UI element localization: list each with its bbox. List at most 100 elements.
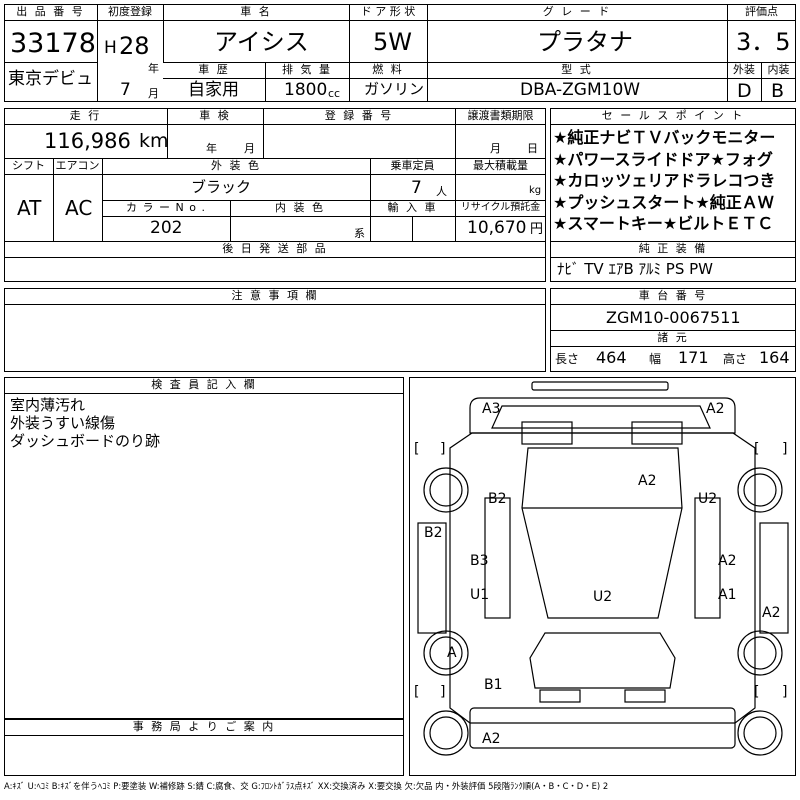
car-name: アイシス <box>214 28 309 56</box>
displacement-unit: cc <box>328 87 341 100</box>
fuel-type: ガソリン <box>364 80 425 98</box>
sales-point: ★純正ナビＴＶバックモニター <box>553 128 776 147</box>
mark-left-front-door: U1 <box>470 587 490 603</box>
recycle-header: リサイクル預託金 <box>460 202 541 213</box>
recycle-unit: 円 <box>530 222 544 237</box>
svg-text:]: ] <box>782 441 787 457</box>
import-header: 輸 入 車 <box>387 201 438 214</box>
width-label: 幅 <box>649 352 662 366</box>
exterior-score-header: 外装 <box>733 63 755 76</box>
svg-text:]: ] <box>782 684 787 700</box>
month-unit: 月 <box>148 87 159 100</box>
sales-point: ★プッシュスタート★純正ＡＷ <box>553 192 774 212</box>
mark-rear-left: A3 <box>482 401 501 417</box>
vehicle-history: 自家用 <box>188 80 239 100</box>
later-parts-header: 後 日 発 送 部 品 <box>222 242 328 255</box>
int-color-unit: 系 <box>354 227 365 240</box>
sales-point: ★パワースライドドア★フォグ <box>553 149 773 169</box>
height-label: 高さ <box>723 352 748 366</box>
inspector-frame <box>4 377 404 719</box>
sales-points-list: ★純正ナビＴＶバックモニター ★パワースライドドア★フォグ ★カロッツェリアドラ… <box>553 127 775 235</box>
svg-text:[: [ <box>754 684 759 700</box>
mark-roof: A2 <box>638 473 657 489</box>
mark-right-front-door: A1 <box>718 587 737 603</box>
sales-points-frame <box>550 108 796 282</box>
ext-color-header: 外 装 色 <box>211 159 261 172</box>
inspector-note: ダッシュボードのり跡 <box>10 432 161 450</box>
width-value: 171 <box>678 348 709 367</box>
legend-text: A:ｷｽﾞ U:ﾍｺﾐ B:ｷｽﾞを伴うﾍｺﾐ P:要塗装 W:補修跡 S:錆 … <box>4 781 609 791</box>
chassis-no-header: 車 台 番 号 <box>638 289 708 302</box>
car-diagram-frame: [] [] [] [] A3 A2 A2 B2 U2 B2 B3 A2 U1 U… <box>409 377 796 776</box>
max-load-unit: kg <box>529 185 542 196</box>
mark-left-side: B2 <box>424 525 443 541</box>
mark-right-side: A2 <box>762 605 781 621</box>
displacement-value: 1800 <box>284 80 328 100</box>
interior-score: B <box>771 80 785 102</box>
sales-point: ★カロッツェリアドラレコつき <box>553 171 776 190</box>
mark-left-front-fender: B1 <box>484 677 503 693</box>
overall-score: 3．5 <box>736 28 791 56</box>
sales-points-header: セ ー ル ス ポ イ ン ト <box>601 109 745 122</box>
fuel-header: 燃 料 <box>372 63 404 76</box>
svg-text:]: ] <box>440 684 445 700</box>
lot-number: 33178 <box>10 28 96 59</box>
inspector-notes: 室内薄汚れ 外装うすい線傷 ダッシュボードのり跡 <box>10 396 160 450</box>
genuine-equip-header: 純 正 装 備 <box>638 242 708 255</box>
svg-text:[: [ <box>414 441 419 457</box>
grade-name: プラタナ <box>537 28 633 56</box>
shift-header: シフト <box>12 159 45 172</box>
mark-right-rear-quarter: U2 <box>698 491 718 507</box>
notes-header: 注 意 事 項 欄 <box>231 289 319 302</box>
mileage-value: 116,986 <box>44 129 131 153</box>
exterior-score: D <box>737 80 752 102</box>
top-info-frame <box>4 4 796 102</box>
mark-left-rear-door: B3 <box>470 553 489 569</box>
grade-header: グ レ ー ド <box>542 5 612 18</box>
capacity-unit: 人 <box>436 185 447 198</box>
inspection-month-unit: 月 <box>244 142 255 155</box>
aircon-value: AC <box>65 196 93 220</box>
displacement-header: 排 気 量 <box>282 63 332 76</box>
score-header: 評価点 <box>745 5 778 18</box>
length-value: 464 <box>596 348 627 367</box>
svg-text:[: [ <box>414 684 419 700</box>
transfer-month-unit: 月 <box>490 142 501 155</box>
reg-month: 7 <box>120 80 131 100</box>
svg-text:[: [ <box>754 441 759 457</box>
door-type: 5W <box>373 28 412 56</box>
reg-year: 28 <box>119 32 150 60</box>
inspection-year-unit: 年 <box>206 142 217 155</box>
sales-point: ★スマートキー★ビルトＥＴＣ <box>553 214 774 233</box>
chassis-number: ZGM10-0067511 <box>606 308 741 327</box>
door-header: ド ア 形 状 <box>360 5 416 18</box>
mark-hood-center: U2 <box>593 589 613 605</box>
year-unit: 年 <box>148 62 159 75</box>
specs-header: 諸 元 <box>657 331 689 344</box>
aircon-header: エアコン <box>55 159 100 172</box>
recycle-value: 10,670 <box>467 218 527 238</box>
model-header: 型 式 <box>561 63 593 76</box>
mark-left-front-wheel: A <box>447 645 457 661</box>
capacity-header: 乗車定員 <box>390 159 435 172</box>
venue-name: 東京デビュ <box>8 69 93 89</box>
genuine-equipment: ﾅﾋﾞ TV ｴｱB ｱﾙﾐ PS PW <box>557 260 713 278</box>
ext-color-value: ブラック <box>191 178 252 196</box>
car-name-header: 車 名 <box>240 5 272 18</box>
transfer-deadline-header: 譲渡書類期限 <box>467 109 534 122</box>
height-value: 164 <box>759 348 790 367</box>
capacity-value: 7 <box>411 178 422 198</box>
reg-no-header: 登 録 番 号 <box>324 109 394 122</box>
inspection-header: 車 検 <box>199 109 231 122</box>
inspector-note: 室内薄汚れ <box>10 396 86 414</box>
inspector-header: 検 査 員 記 入 欄 <box>151 378 257 391</box>
history-header: 車 歴 <box>198 63 230 76</box>
max-load-header: 最大積載量 <box>473 159 528 172</box>
svg-text:]: ] <box>440 441 445 457</box>
office-frame <box>4 719 404 776</box>
mileage-unit: km <box>139 130 169 152</box>
lot-no-header: 出 品 番 号 <box>16 5 85 18</box>
model-code: DBA-ZGM10W <box>520 80 641 100</box>
interior-score-header: 内装 <box>767 63 790 76</box>
shift-value: AT <box>17 196 42 220</box>
